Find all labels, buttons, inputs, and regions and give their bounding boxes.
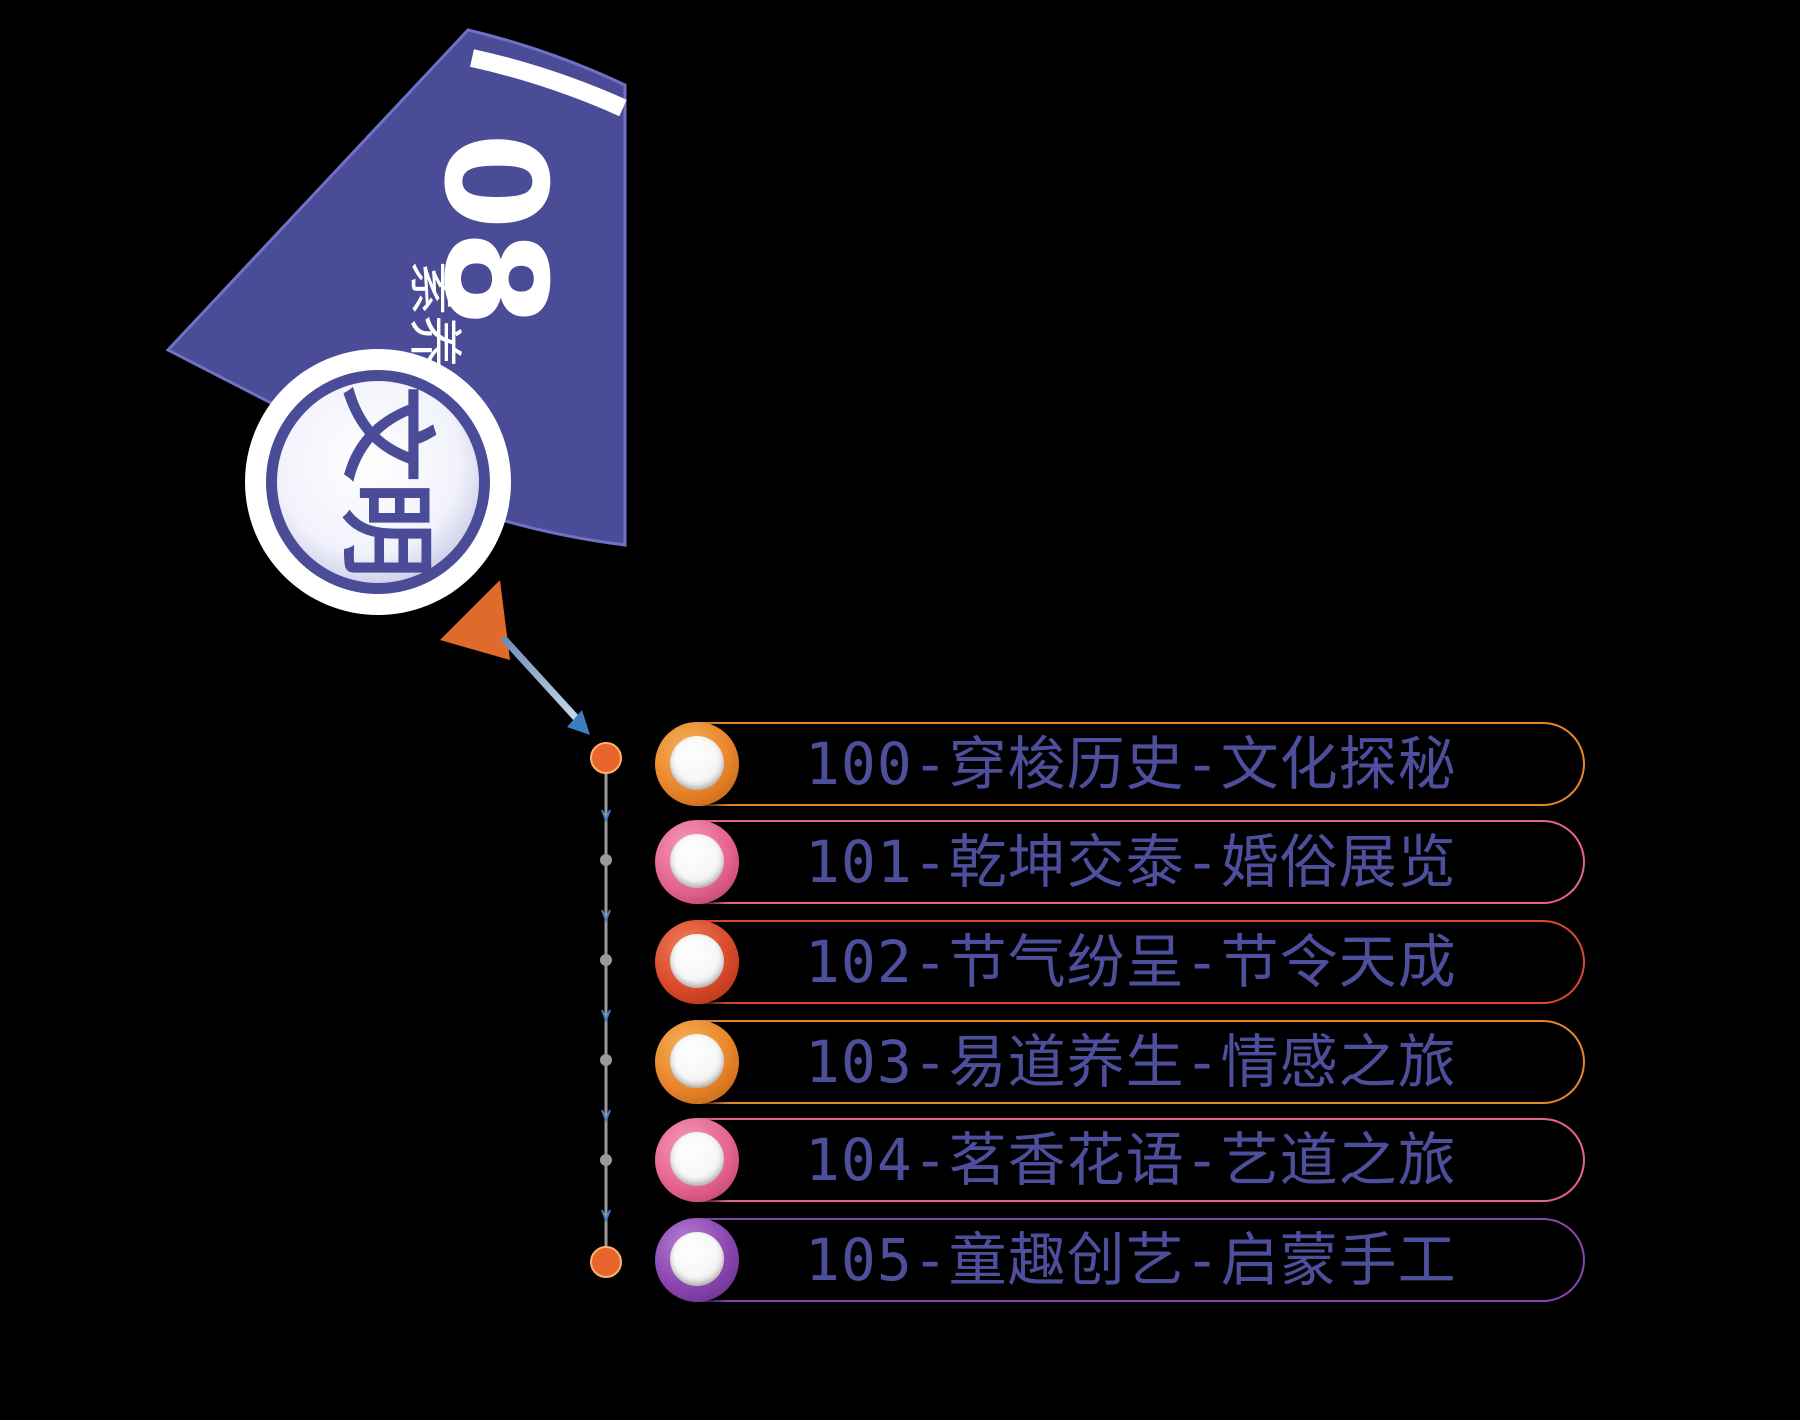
item-label: 100-穿梭历史-文化探秘 [805,730,1457,798]
seal-text: 文明 [330,386,443,578]
banner-number: 08 [412,133,575,328]
item-bar [695,1118,1585,1202]
item-badge [655,820,739,904]
list-item[interactable]: 102-节气纷呈-节令天成 [655,920,1585,1004]
item-label: 103-易道养生-情感之旅 [805,1028,1457,1096]
item-bar [695,722,1585,806]
pointer-triangle [440,580,510,660]
timeline-node [600,1054,612,1066]
list-item[interactable]: 100-穿梭历史-文化探秘 [655,722,1585,806]
badge-dot-icon [670,1232,724,1286]
list-item[interactable]: 104-茗香花语-艺道之旅 [655,1118,1585,1202]
badge-dot-icon [670,934,724,988]
item-label: 105-童趣创艺-启蒙手工 [805,1226,1457,1294]
list-item[interactable]: 105-童趣创艺-启蒙手工 [655,1218,1585,1302]
banner-subtitle: 素养 [403,261,466,369]
seal-inner [277,381,479,583]
badge-dot-icon [670,736,724,790]
badge-dot-icon [670,1034,724,1088]
timeline-segment-arrows [601,809,611,1223]
item-label: 102-节气纷呈-节令天成 [805,928,1457,996]
item-badge [655,1118,739,1202]
timeline-node-start [590,742,622,774]
item-label: 104-茗香花语-艺道之旅 [805,1126,1457,1194]
list-item[interactable]: 101-乾坤交泰-婚俗展览 [655,820,1585,904]
timeline-node [600,1154,612,1166]
item-badge [655,1218,739,1302]
pointer-shaft [501,636,582,724]
pointer-arrowhead [567,710,590,735]
item-badge [655,920,739,1004]
timeline-node [600,954,612,966]
item-bar [695,1020,1585,1104]
timeline-node-end [590,1246,622,1278]
item-label: 101-乾坤交泰-婚俗展览 [805,828,1457,896]
banner-stripe [470,49,627,117]
item-bar [695,920,1585,1004]
item-badge [655,722,739,806]
item-badge [655,1020,739,1104]
badge-dot-icon [670,1132,724,1186]
item-bar [695,1218,1585,1302]
badge-dot-icon [670,834,724,888]
banner-fan [165,28,627,547]
list-item[interactable]: 103-易道养生-情感之旅 [655,1020,1585,1104]
timeline-node [600,854,612,866]
item-bar [695,820,1585,904]
